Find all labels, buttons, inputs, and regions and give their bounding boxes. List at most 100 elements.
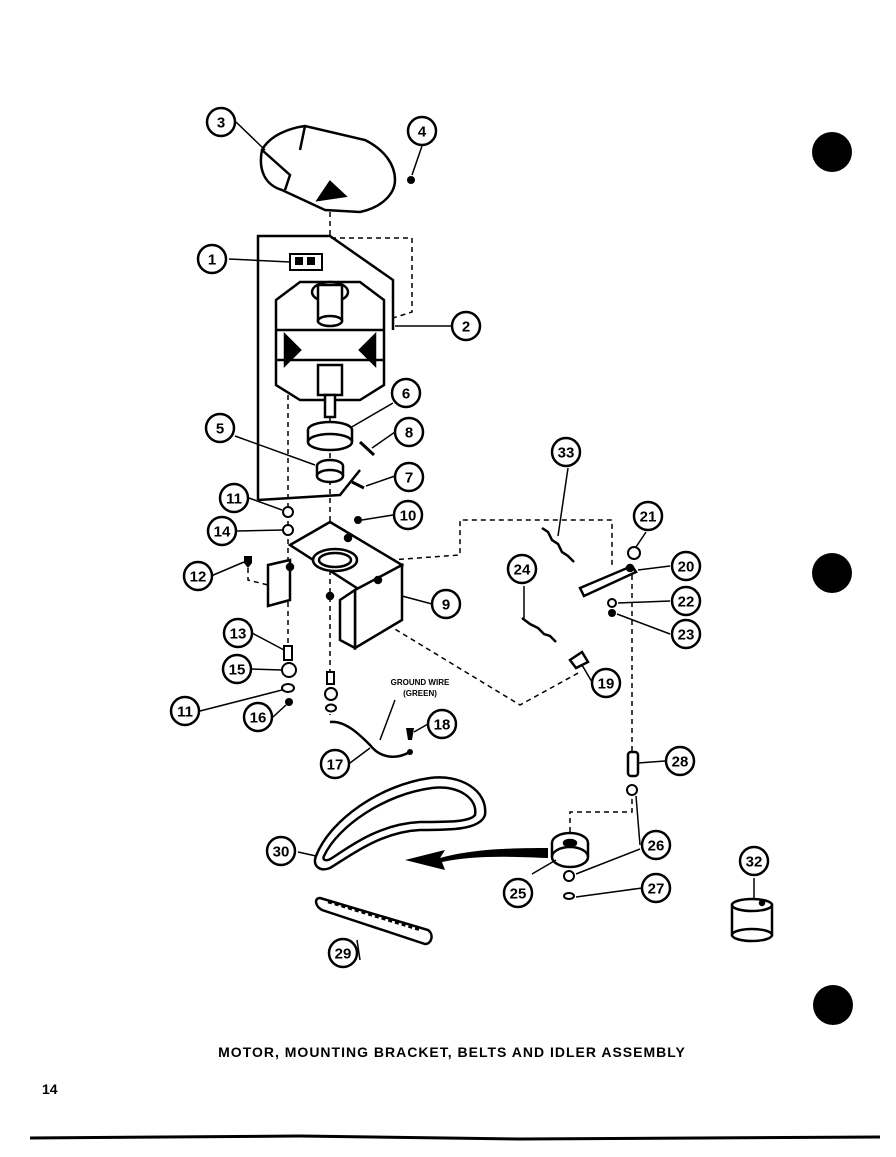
belt-direction-arrow — [405, 848, 548, 870]
callout-circle — [670, 618, 702, 650]
callout-circle — [406, 115, 438, 147]
callout-circle — [670, 585, 702, 617]
part-4-nut — [407, 176, 415, 184]
callout-17: 17 — [319, 748, 351, 780]
callout-15: 15 — [221, 653, 253, 685]
callout-5: 5 — [204, 412, 236, 444]
part-19-bracket — [568, 650, 590, 670]
callout-32: 32 — [738, 845, 770, 877]
callout-27: 27 — [640, 872, 672, 904]
callout-circle — [502, 877, 534, 909]
callout-25: 25 — [502, 877, 534, 909]
callout-number: 33 — [558, 445, 575, 462]
callout-7: 7 — [393, 461, 425, 493]
callout-circle — [392, 499, 424, 531]
callout-circle — [450, 310, 482, 342]
callout-circle — [182, 560, 214, 592]
callout-number: 3 — [217, 115, 225, 132]
callout-circle — [205, 106, 237, 138]
callout-circle — [319, 748, 351, 780]
callout-30: 30 — [265, 835, 297, 867]
callout-number: 20 — [678, 559, 695, 576]
callout-18: 18 — [426, 708, 458, 740]
grommet-mid — [324, 687, 338, 701]
callout-circle — [426, 708, 458, 740]
part-7-pin — [351, 480, 365, 490]
callout-6: 6 — [390, 377, 422, 409]
motor-outline-base — [257, 469, 361, 502]
part-25-idler-pulley — [550, 831, 590, 869]
callout-circle — [430, 588, 462, 620]
motor-cover-part — [259, 124, 397, 214]
part-22-washer — [607, 598, 617, 608]
callout-8: 8 — [393, 416, 425, 448]
callout-number: 23 — [678, 627, 695, 644]
part-18-screw — [406, 728, 414, 740]
part-26-washer-bottom — [563, 870, 575, 882]
callout-circle — [221, 653, 253, 685]
callout-number: 19 — [598, 676, 615, 693]
ground-wire-label-line1: GROUND WIRE — [391, 678, 450, 687]
binder-hole-top — [812, 132, 852, 172]
callout-circle — [590, 667, 622, 699]
callout-number: 22 — [678, 594, 695, 611]
part-28-pin — [626, 750, 640, 778]
callout-circle — [169, 695, 201, 727]
callout-number: 17 — [327, 757, 344, 774]
part-32-capacitor — [730, 897, 774, 943]
callout-21: 21 — [632, 500, 664, 532]
callout-number: 6 — [402, 386, 410, 403]
callouts: 1234567891011111213141516171819202122232… — [169, 106, 770, 969]
callout-3: 3 — [205, 106, 237, 138]
callout-2: 2 — [450, 310, 482, 342]
part-1-switch — [289, 253, 323, 271]
ground-wire-leader — [379, 699, 396, 741]
part-27-retainer — [563, 892, 575, 900]
part-12-screw — [244, 556, 252, 568]
callout-circle — [204, 412, 236, 444]
callout-circle — [632, 500, 664, 532]
callout-number: 5 — [216, 421, 224, 438]
callout-29: 29 — [327, 937, 359, 969]
callout-28: 28 — [664, 745, 696, 777]
callout-circle — [640, 829, 672, 861]
part-2-motor — [274, 280, 386, 419]
callout-circle — [664, 745, 696, 777]
callout-circle — [670, 550, 702, 582]
callout-circle — [242, 701, 274, 733]
callout-number: 10 — [400, 508, 417, 525]
callout-number: 30 — [273, 844, 290, 861]
callout-circle — [393, 461, 425, 493]
binder-hole-bottom — [813, 985, 853, 1025]
callout-number: 27 — [648, 881, 665, 898]
callout-number: 25 — [510, 886, 527, 903]
scan-edge — [29, 1134, 881, 1141]
callout-16: 16 — [242, 701, 274, 733]
washer-mid — [325, 703, 337, 713]
callout-26: 26 — [640, 829, 672, 861]
callout-4: 4 — [406, 115, 438, 147]
part-10-nut — [354, 516, 362, 524]
callout-number: 16 — [250, 710, 267, 727]
part-26-washer-top — [626, 784, 638, 796]
callout-12: 12 — [182, 560, 214, 592]
callout-number: 21 — [640, 509, 657, 526]
callout-number: 29 — [335, 946, 352, 963]
callout-circle — [265, 835, 297, 867]
callout-number: 14 — [214, 524, 231, 541]
callout-11: 11 — [218, 482, 250, 514]
callout-1: 1 — [196, 243, 228, 275]
callout-number: 8 — [405, 425, 413, 442]
callout-number: 28 — [672, 754, 689, 771]
part-11-washer-top — [282, 506, 294, 518]
callout-24: 24 — [506, 553, 538, 585]
callout-number: 11 — [226, 491, 242, 508]
part-30-belt — [313, 776, 487, 871]
callout-number: 2 — [462, 319, 470, 336]
part-24-spring — [521, 617, 557, 643]
callout-14: 14 — [206, 515, 238, 547]
part-5-pulley — [315, 458, 345, 484]
part-15-grommet — [281, 662, 297, 678]
